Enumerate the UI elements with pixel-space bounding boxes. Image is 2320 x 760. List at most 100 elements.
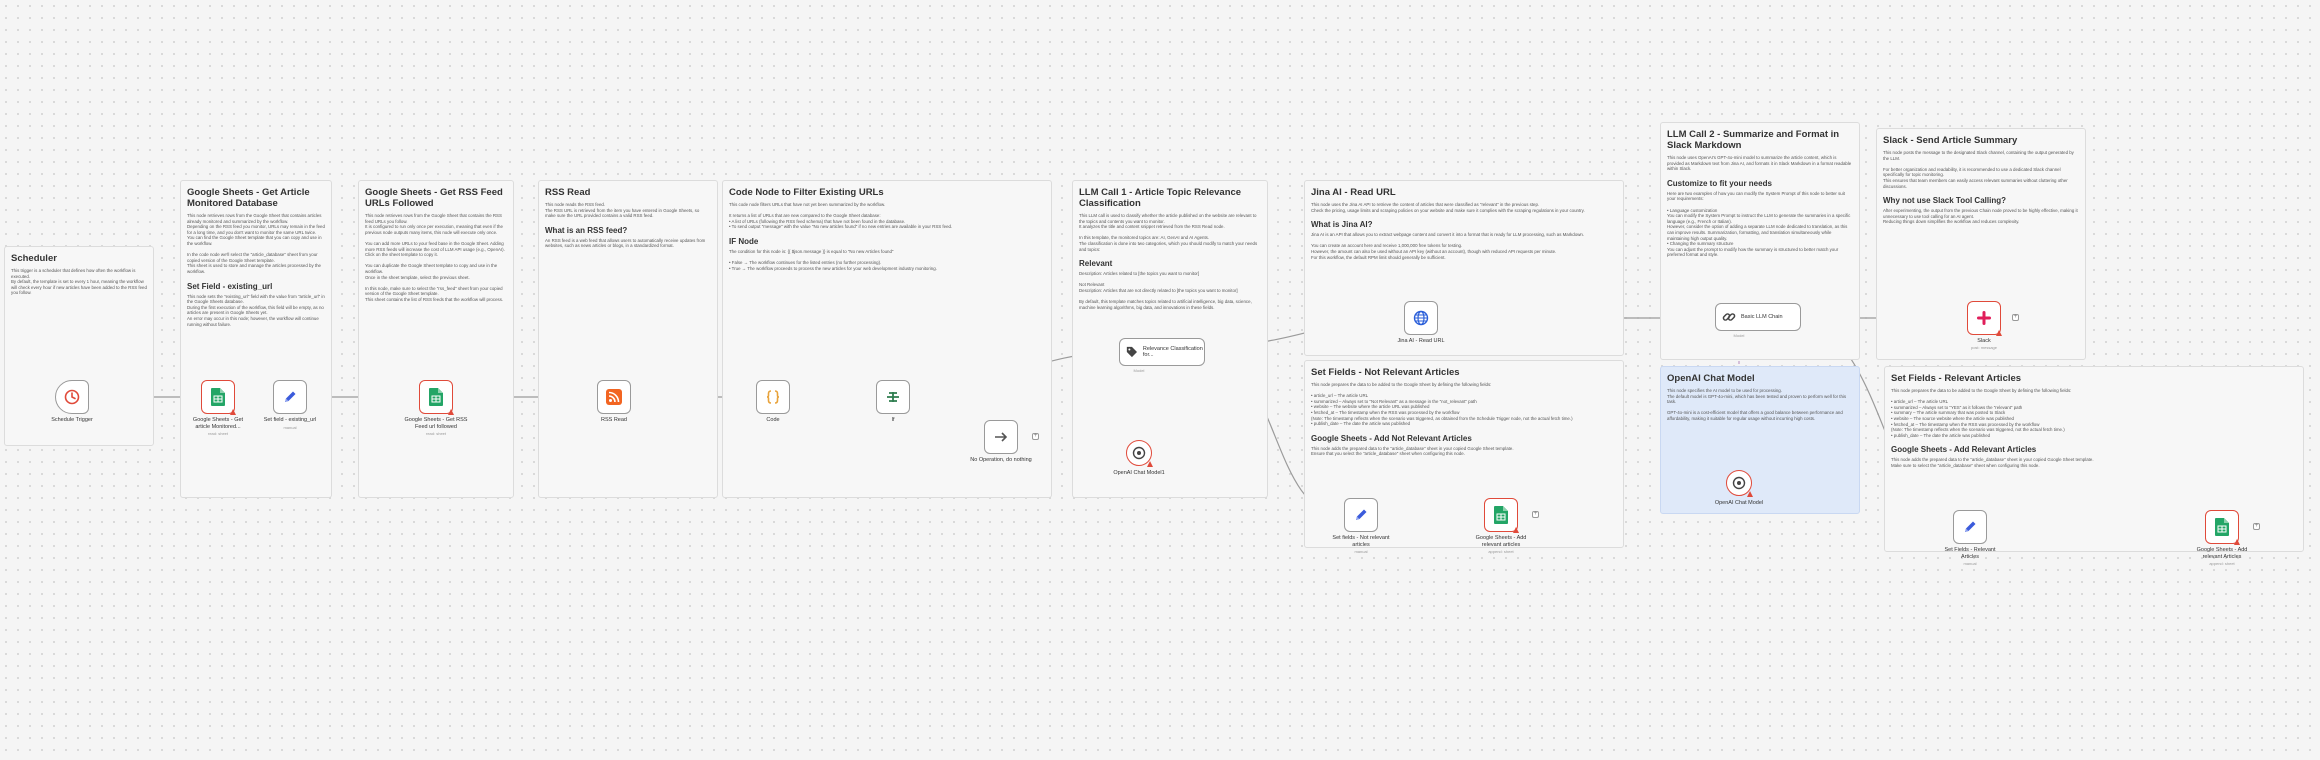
node-set-existing-url[interactable] [273,380,307,414]
node-sublabel: read: sheet [207,431,228,436]
port-label: Model [1133,368,1145,373]
node-gs-get-monitored[interactable] [201,380,236,415]
sticky-subtitle: Relevant [1079,259,1113,269]
warning-icon [1147,461,1153,467]
pencil-icon [285,391,296,402]
node-relevance-classification[interactable]: Relevance Classification for... [1119,338,1205,366]
node-sublabel: read: sheet [425,431,446,436]
code-braces-icon [766,390,780,404]
node-label: Slack [1977,338,1991,344]
sticky-subtitle: Google Sheets - Add Relevant Articles [1891,445,2037,455]
warning-icon [1513,527,1519,533]
clock-icon [64,389,80,405]
node-no-operation[interactable] [984,420,1018,454]
node-openai-chat-model-2[interactable] [1726,470,1753,497]
node-rss-read[interactable] [597,380,631,414]
node-label: OpenAI Chat Model1 [1113,470,1165,476]
sticky-subbody: After experimenting, the output from the… [1883,208,2078,225]
sticky-body: This node specifies the AI model to be u… [1667,388,1847,421]
sticky-scheduler[interactable]: Scheduler This trigger is a scheduler th… [4,246,154,446]
sticky-title: Scheduler [11,253,57,264]
node-schedule-trigger[interactable] [55,380,89,414]
sticky-title: Slack - Send Article Summary [1883,135,2018,146]
node-label: Code [766,417,780,423]
sticky-subtitle: IF Node [729,236,759,246]
warning-icon [448,409,454,415]
add-node-button[interactable]: + [1032,433,1039,440]
tag-icon [1126,346,1138,358]
add-node-button[interactable]: + [2253,523,2260,530]
pencil-icon [1965,521,1976,532]
pencil-icon [1356,509,1367,520]
sticky-body: This LLM call is used to classify whethe… [1079,213,1258,252]
node-sublabel: manual [283,425,297,430]
sticky-body: This trigger is a scheduler that defines… [11,268,147,296]
sticky-subbody: Jina AI is an API that allows you to ext… [1311,232,1585,260]
sticky-title: Set Fields - Not Relevant Articles [1311,367,1460,378]
sticky-rss-read[interactable]: RSS Read This node reads the RSS feed. T… [538,180,718,498]
chain-link-icon [1722,313,1736,321]
sticky-title: Google Sheets - Get RSS Feed URLs Follow… [365,187,503,209]
node-gs-add-relevant[interactable] [2205,510,2240,545]
google-sheets-icon [429,388,443,406]
sticky-title: LLM Call 2 - Summarize and Format in Sla… [1667,129,1840,151]
node-openai-chat-model-1[interactable] [1126,440,1153,467]
sticky-title: RSS Read [545,187,591,198]
sticky-set-relevant[interactable]: Set Fields - Relevant Articles This node… [1884,366,2304,552]
node-jina-read[interactable] [1404,301,1438,335]
sticky-subtitle: Why not use Slack Tool Calling? [1883,196,2006,206]
node-gs-get-rss[interactable] [419,380,454,415]
sticky-subtitle: Google Sheets - Add Not Relevant Article… [1311,433,1472,443]
sticky-body: This node uses OpenAI's GPT-4o-mini mode… [1667,155,1852,172]
node-label: Schedule Trigger [51,417,93,423]
sticky-llm-call-2[interactable]: LLM Call 2 - Summarize and Format in Sla… [1660,122,1860,360]
add-node-button[interactable]: + [2012,314,2019,321]
sticky-body: This node uses the Jina AI API to retrie… [1311,202,1585,213]
node-slack[interactable] [1967,301,2002,336]
sticky-subbody: The condition for this node is: {{ $json… [729,248,937,271]
sticky-gs-get-monitored[interactable]: Google Sheets - Get Article Monitored Da… [180,180,332,498]
node-basic-llm-chain[interactable]: Basic LLM Chain [1715,303,1801,331]
node-set-relevant[interactable] [1953,510,1987,544]
sticky-subbody: Description: Articles related to [the to… [1079,271,1252,310]
node-sublabel: append: sheet [1488,549,1514,554]
sticky-subtitle: Customize to fit your needs [1667,178,1772,188]
sticky-openai-chat-model[interactable]: OpenAI Chat Model This node specifies th… [1660,366,1860,514]
sticky-title: Set Fields - Relevant Articles [1891,373,2022,384]
openai-icon [1732,476,1746,490]
warning-icon [1747,491,1753,497]
sticky-jina-read[interactable]: Jina AI - Read URL This node uses the Ji… [1304,180,1624,356]
node-label: Google Sheets - Add relevant articles [1475,535,1527,548]
sticky-subbody: Here are two examples of how you can mod… [1667,190,1851,258]
warning-icon [230,409,236,415]
sticky-title: Google Sheets - Get Article Monitored Da… [187,187,310,209]
node-label: OpenAI Chat Model [1714,500,1764,506]
node-gs-add-not-relevant[interactable] [1484,498,1519,533]
node-code[interactable] [756,380,790,414]
sticky-subbody: This node adds the prepared data to the … [1891,457,2094,468]
warning-icon [2234,539,2240,545]
warning-icon [1996,330,2002,336]
add-node-button[interactable]: + [1532,511,1539,518]
google-sheets-icon [211,388,225,406]
node-label: If [891,417,895,423]
node-if[interactable] [876,380,910,414]
node-label: Relevance Classification for... [1142,345,1203,359]
sticky-subbody: This node adds the prepared data to the … [1311,445,1514,457]
google-sheets-icon [2215,518,2229,536]
globe-icon [1413,310,1429,326]
port-label: Model [1733,333,1745,338]
node-label: Set field - existing_url [263,417,317,423]
node-label: Google Sheets - Get RSS Feed url followe… [404,417,468,430]
sticky-llm-call-1[interactable]: LLM Call 1 - Article Topic Relevance Cla… [1072,180,1268,498]
node-label: Google Sheets - Add relevant Articles [2196,547,2248,560]
rss-icon [606,389,622,405]
node-set-not-relevant[interactable] [1344,498,1378,532]
node-label: No Operation, do nothing [970,457,1032,463]
node-sublabel: append: sheet [2209,561,2235,566]
node-sublabel: manual [1963,561,1977,566]
sticky-body: This node retrieves rows from the Google… [187,213,325,274]
sticky-gs-get-rss[interactable]: Google Sheets - Get RSS Feed URLs Follow… [358,180,514,498]
sticky-body: This node posts the message to the desig… [1883,150,2074,189]
